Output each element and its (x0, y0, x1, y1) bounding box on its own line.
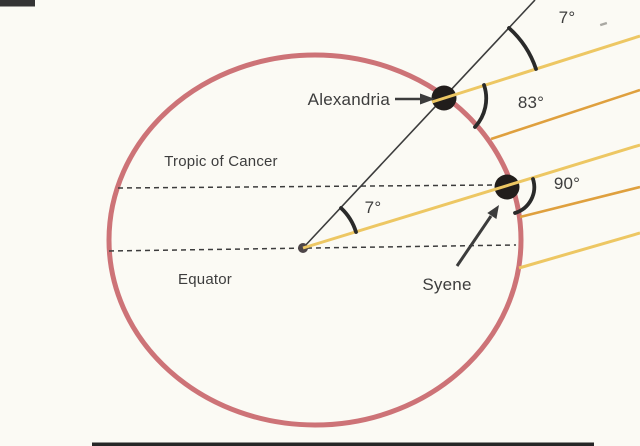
earth-circle (106, 52, 524, 428)
scan-artifact-bottom-bar (92, 442, 594, 446)
arc-90deg-syene (513, 177, 537, 215)
syene-label: Syene (422, 275, 471, 294)
angle-label-7deg-top: 7° (559, 8, 576, 27)
arc-7deg-center (339, 206, 358, 234)
sun-ray-syene-to-center (302, 143, 640, 250)
angle-label-83deg: 83° (518, 93, 544, 112)
tropic-of-cancer-line (117, 184, 498, 189)
sun-ray-4 (519, 185, 640, 219)
angle-label-7deg-center: 7° (365, 198, 382, 217)
tropic-of-cancer-label: Tropic of Cancer (164, 153, 278, 170)
scan-artifact-top-left (0, 0, 35, 7)
sun-ray-2 (490, 88, 640, 141)
arc-7deg-top (507, 26, 538, 71)
equator-label: Equator (178, 271, 232, 288)
sun-ray-5 (518, 231, 640, 270)
alexandria-label: Alexandria (308, 90, 391, 109)
angle-label-90deg: 90° (554, 174, 580, 193)
arc-83deg-alexandria (473, 83, 489, 129)
radius-line-alexandria (302, 0, 536, 249)
scan-artifact-speck (599, 21, 608, 27)
equator-line (108, 244, 517, 252)
syene-arrow (455, 205, 499, 267)
alexandria-arrow (395, 93, 435, 105)
